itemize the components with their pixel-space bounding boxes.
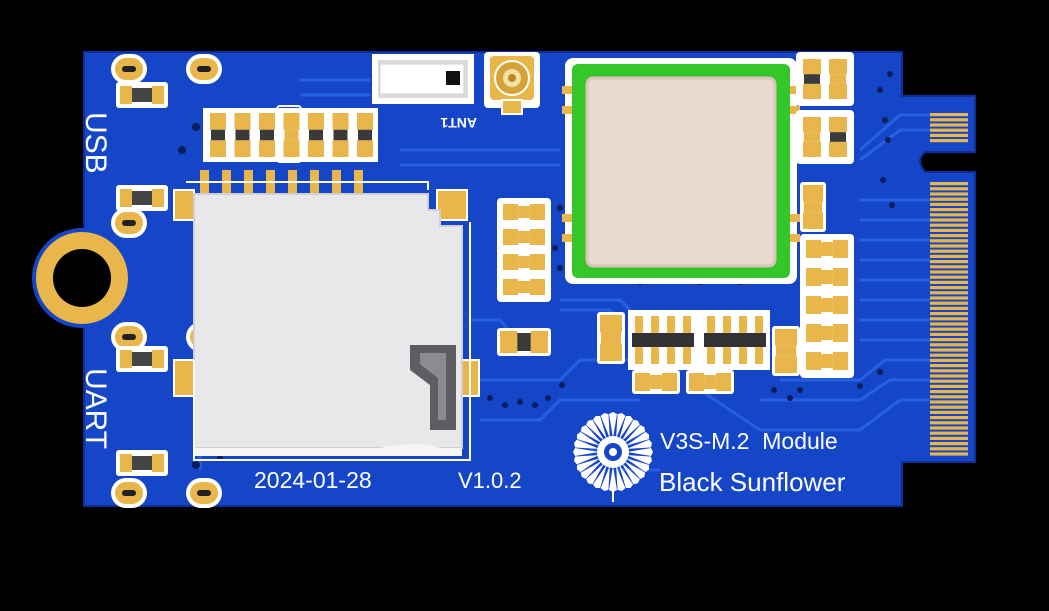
uart-label: UART: [79, 368, 112, 449]
antenna-connector-icon: [484, 52, 540, 115]
brand-label: Black Sunflower: [659, 467, 846, 497]
right-passives: [796, 52, 854, 378]
usb-label: USB: [79, 112, 112, 174]
left-resistors: [116, 82, 168, 476]
microsd-slot: [173, 170, 480, 461]
sunflower-logo-icon: [573, 412, 653, 502]
resistor-array-top: [203, 105, 378, 163]
pcb-traces: [198, 78, 930, 472]
module-name-label: V3S-M.2 Module: [660, 428, 838, 454]
antenna-label: ANT1: [440, 115, 477, 131]
version-label: V1.0.2: [458, 468, 522, 493]
mounting-hole-icon: [32, 228, 132, 328]
soc-module: [562, 58, 800, 284]
date-label: 2024-01-28: [254, 467, 372, 493]
mid-capacitors: [497, 198, 800, 394]
m2-edge-connector: [930, 113, 968, 456]
antenna-switch: [372, 54, 474, 104]
